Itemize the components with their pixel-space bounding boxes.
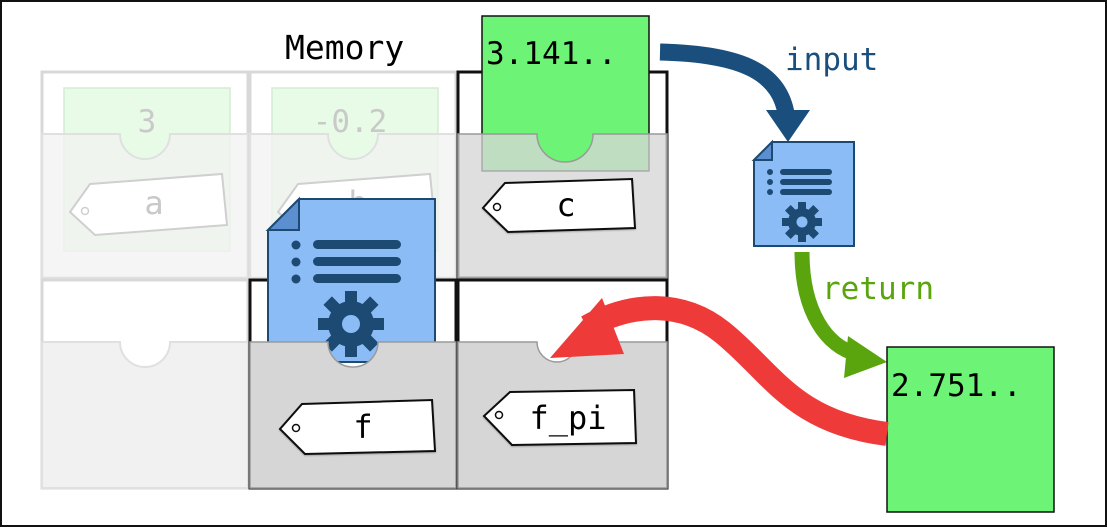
input-arrow — [659, 43, 810, 142]
tag-label-f-pi: f_pi — [529, 399, 606, 437]
return-label: return — [822, 271, 934, 307]
result-value: 2.751.. — [891, 368, 1022, 404]
input-label: input — [785, 42, 878, 78]
value-a: 3 — [138, 104, 157, 140]
tag-f: f — [278, 398, 437, 456]
tag-f-pi: f_pi — [482, 388, 638, 447]
assign-arrow — [550, 296, 889, 446]
function-document-f — [265, 196, 436, 363]
memory-cell-c: 3.141.. c — [456, 15, 669, 280]
result-value-card: 2.751.. — [886, 346, 1055, 513]
gear-icon-small — [782, 202, 822, 242]
tag-label-f: f — [353, 408, 372, 446]
memory-cell-a: 3 a — [40, 70, 250, 280]
value-c: 3.141.. — [486, 36, 617, 72]
tag-c: c — [481, 177, 637, 234]
tag-label-c: c — [556, 186, 575, 224]
memory-cell-f-pi: f_pi — [456, 278, 669, 490]
drawer-front-empty — [41, 341, 249, 489]
memory-cell-empty — [40, 278, 250, 490]
memory-title: Memory — [285, 28, 404, 67]
memory-cell-f: f — [248, 196, 458, 490]
gear-icon — [318, 291, 384, 357]
tag-label-a: a — [144, 184, 163, 222]
function-document-right — [751, 139, 855, 247]
tag-a: a — [68, 172, 229, 237]
return-arrow — [794, 251, 887, 378]
